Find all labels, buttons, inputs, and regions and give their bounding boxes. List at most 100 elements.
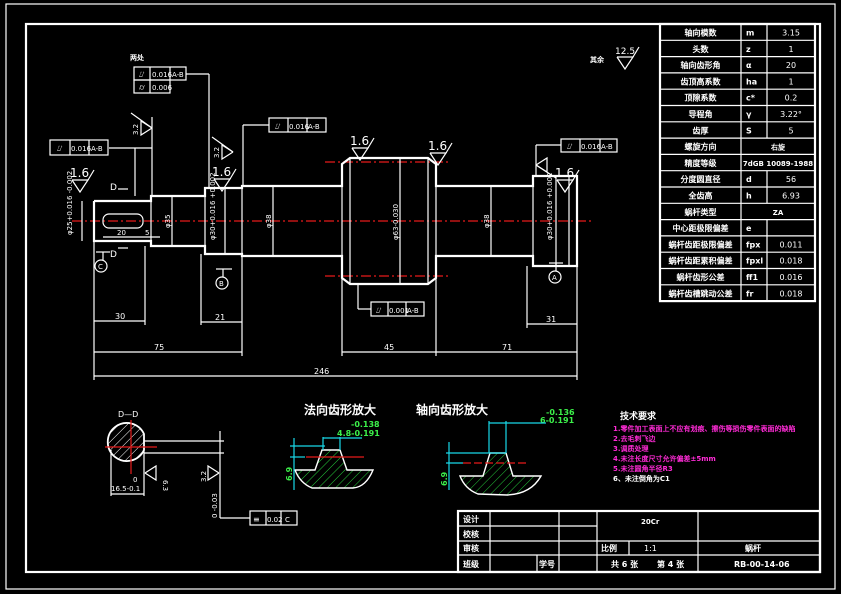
side-roughness xyxy=(130,112,557,179)
dim-dia-35: φ35 xyxy=(164,214,172,228)
svg-text:6-0.191: 6-0.191 xyxy=(540,416,575,425)
param-name: 头数 xyxy=(693,44,710,54)
length-dim-labels: 30 21 31 75 45 71 246 xyxy=(115,312,556,376)
role-review: 审核 xyxy=(463,543,479,553)
role-design: 设计 xyxy=(463,514,479,524)
param-value: 0.016 xyxy=(780,273,803,282)
section-mark-top: D xyxy=(110,183,117,193)
role-class: 班级 xyxy=(463,559,480,569)
role-check: 校核 xyxy=(463,529,479,539)
section-mark-bottom: D xyxy=(110,250,117,260)
leader-lines xyxy=(109,73,561,310)
sheet-total: 共 6 张 xyxy=(611,559,639,569)
param-value: 20 xyxy=(786,61,796,70)
param-value: 6.93 xyxy=(782,192,800,201)
outer-border xyxy=(5,3,836,590)
svg-text:⌰: ⌰ xyxy=(567,142,573,151)
svg-text:C: C xyxy=(98,263,103,271)
svg-text:3.2: 3.2 xyxy=(132,124,140,135)
svg-text:1.6: 1.6 xyxy=(350,134,369,148)
scale-label: 比例 xyxy=(601,543,617,553)
svg-text:⌰: ⌰ xyxy=(376,306,382,315)
dim-dia-left: φ25+0.016 -0.002 xyxy=(66,171,74,235)
svg-text:0: 0 xyxy=(133,476,137,484)
datum-a: A xyxy=(548,262,563,284)
svg-text:-0.136: -0.136 xyxy=(546,408,575,417)
axial-tooth-view: 轴向齿形放大 -0.136 6-0.191 6.9 xyxy=(416,402,575,496)
param-value: 5 xyxy=(788,126,793,135)
svg-text:0.001: 0.001 xyxy=(389,307,409,315)
svg-text:A-B: A-B xyxy=(601,143,613,151)
param-symbol: fpxl xyxy=(746,257,763,266)
keyway xyxy=(102,213,144,229)
param-value: 56 xyxy=(786,175,796,184)
svg-text:B: B xyxy=(219,280,224,288)
param-value: 0.011 xyxy=(780,240,803,249)
roughness-marks: 1.6 1.6 1.6 1.6 1.6 12.5 xyxy=(70,46,640,194)
svg-text:16.5-0.1: 16.5-0.1 xyxy=(111,485,140,493)
svg-text:轴向齿形放大: 轴向齿形放大 xyxy=(416,402,488,417)
svg-text:-0.138: -0.138 xyxy=(351,420,380,429)
svg-text:1.6: 1.6 xyxy=(212,165,231,179)
svg-text:1.6: 1.6 xyxy=(555,166,574,180)
svg-text:3.2: 3.2 xyxy=(200,471,208,482)
param-value: 3.22° xyxy=(780,110,802,119)
param-value: 右旋 xyxy=(770,143,786,152)
svg-text:6.9: 6.9 xyxy=(440,471,449,486)
param-name: 蜗杆齿距累积偏差 xyxy=(669,256,733,266)
svg-text:⌰: ⌰ xyxy=(275,122,281,131)
svg-text:1.6: 1.6 xyxy=(428,139,447,153)
title-block: 设计 校核 审核 班级 学号 20Cr 比例 1:1 共 6 张 第 4 张 蜗… xyxy=(456,509,822,574)
param-name: 蜗杆齿距极限偏差 xyxy=(669,239,733,249)
param-value: 0.018 xyxy=(780,289,803,298)
param-symbol: fpx xyxy=(746,240,761,249)
svg-text:⌰: ⌰ xyxy=(57,144,63,153)
svg-text:⌭: ⌭ xyxy=(139,83,145,92)
datum-b: B xyxy=(215,268,232,290)
svg-text:≡: ≡ xyxy=(253,515,260,524)
diameter-labels: φ25+0.016 -0.002 φ35 φ30+0.016 +0.002 φ3… xyxy=(66,171,554,240)
svg-text:31: 31 xyxy=(546,315,556,324)
param-name: 螺旋方向 xyxy=(685,142,717,152)
param-symbol: z xyxy=(746,45,751,54)
svg-text:1.6: 1.6 xyxy=(70,166,89,180)
param-symbol: fr xyxy=(746,289,753,298)
svg-text:A-B: A-B xyxy=(308,123,320,131)
svg-text:4.未注长度尺寸允许偏差±5mm: 4.未注长度尺寸允许偏差±5mm xyxy=(613,454,716,463)
student-id-label: 学号 xyxy=(539,559,555,569)
svg-text:6.9: 6.9 xyxy=(285,466,294,481)
svg-text:5.未注圆角半径R3: 5.未注圆角半径R3 xyxy=(613,464,673,473)
sheet-number: 第 4 张 xyxy=(657,559,685,569)
param-name: 中心距极限偏差 xyxy=(673,223,729,233)
param-name: 顶隙系数 xyxy=(685,93,718,103)
dim-key-20: 20 xyxy=(117,229,126,237)
svg-text:0.006: 0.006 xyxy=(152,84,173,92)
svg-text:0.02: 0.02 xyxy=(267,516,283,524)
svg-text:A-B: A-B xyxy=(91,145,103,153)
param-name: 全齿高 xyxy=(688,191,713,201)
param-symbol: c* xyxy=(746,94,756,103)
param-name: 轴向模数 xyxy=(685,28,718,38)
param-value: ZA xyxy=(773,209,784,217)
param-value: 1 xyxy=(788,77,793,86)
param-name: 蜗杆齿形公差 xyxy=(677,272,725,282)
dim-key-5: 5 xyxy=(145,229,149,237)
param-symbol: m xyxy=(746,29,754,38)
datum-c: C xyxy=(94,251,110,273)
dim-dia-38: φ38 xyxy=(265,214,273,228)
diameter-dim-lines xyxy=(81,158,557,284)
